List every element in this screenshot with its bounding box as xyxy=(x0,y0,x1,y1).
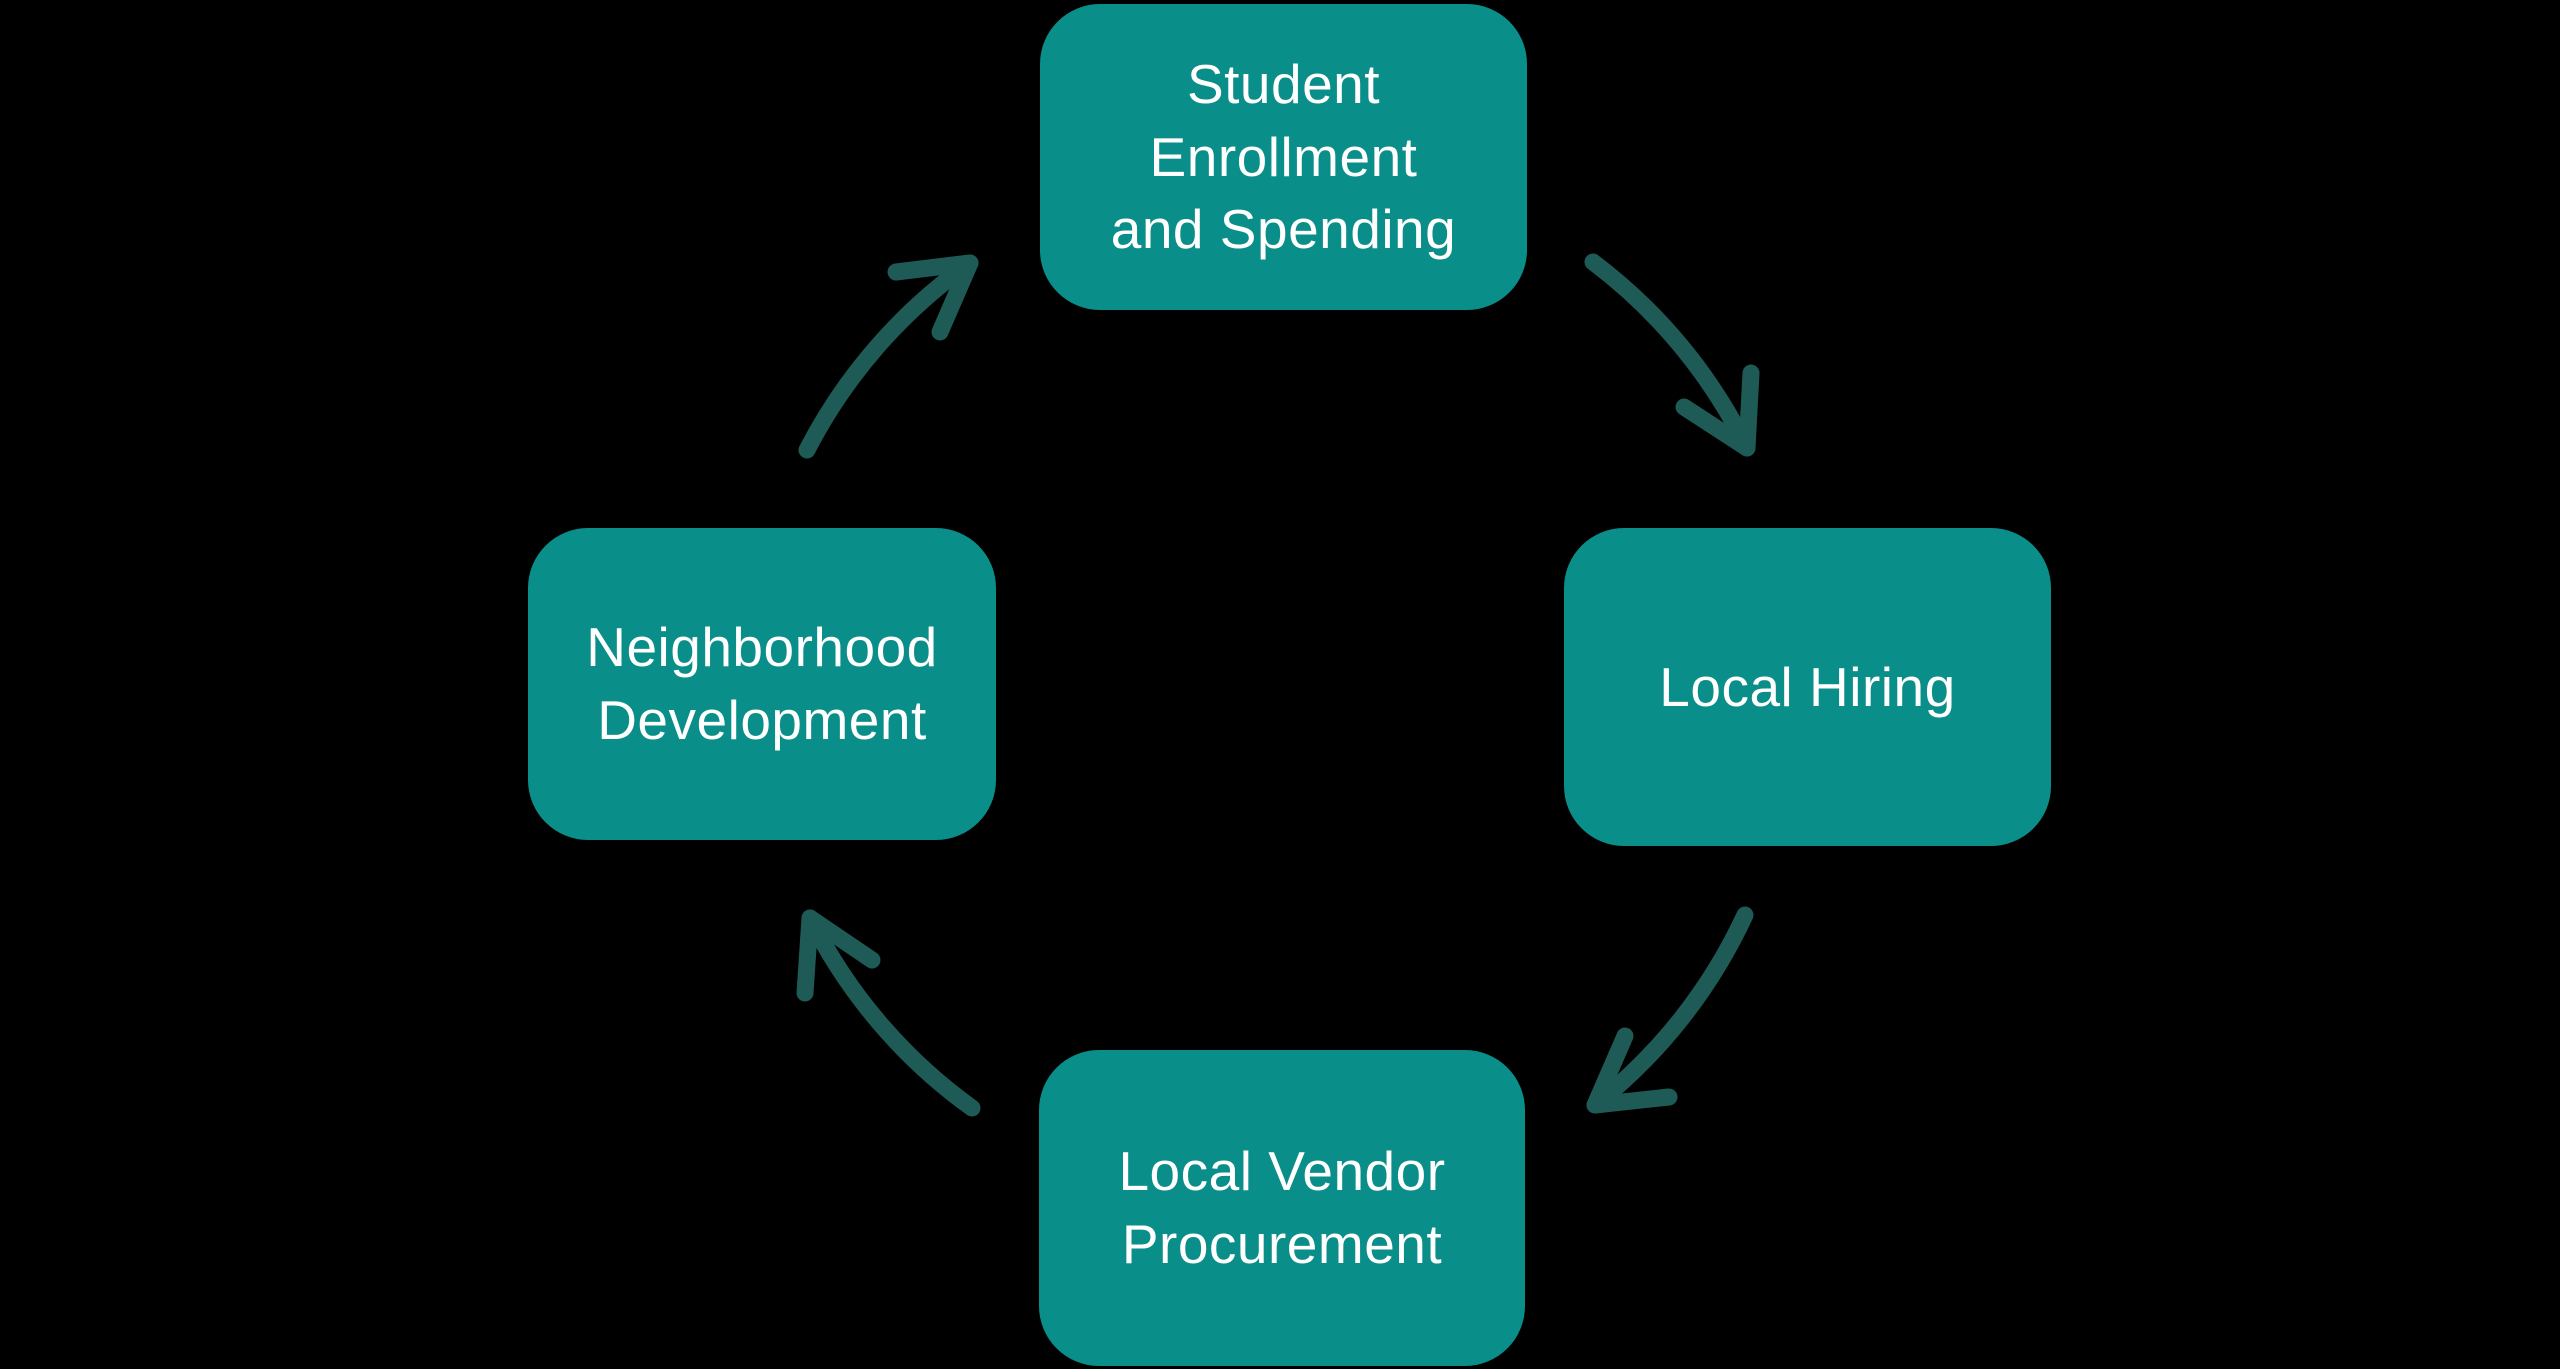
node-student-enrollment-and-spending: Student Enrollment and Spending xyxy=(1040,4,1527,310)
node-neighborhood-development: Neighborhood Development xyxy=(528,528,996,840)
node-local-vendor-procurement: Local Vendor Procurement xyxy=(1039,1050,1525,1366)
arrow-development-to-enrollment-icon xyxy=(798,254,979,459)
node-local-hiring: Local Hiring xyxy=(1564,528,2051,846)
arrow-hiring-to-procurement-icon xyxy=(1586,906,1754,1114)
node-label: Local Vendor Procurement xyxy=(1118,1140,1446,1275)
node-label: Local Hiring xyxy=(1659,655,1956,718)
arrow-procurement-to-development-icon xyxy=(796,909,981,1117)
arrow-enrollment-to-hiring-icon xyxy=(1584,253,1760,457)
node-label: Neighborhood Development xyxy=(586,616,938,751)
node-label: Student Enrollment and Spending xyxy=(1110,53,1457,261)
